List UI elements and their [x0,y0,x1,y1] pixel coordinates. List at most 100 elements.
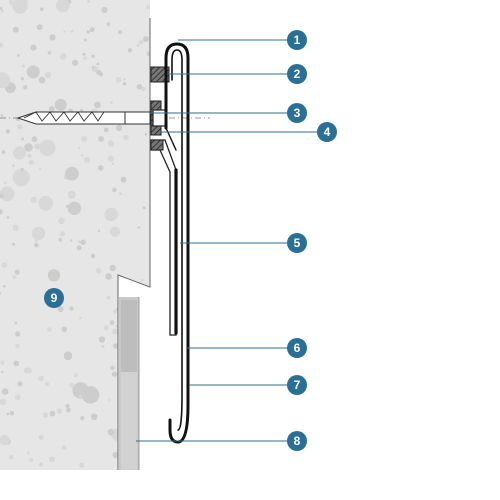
aggregate-dot [30,44,37,51]
aggregate-dot [66,407,71,413]
aggregate-dot [106,22,111,27]
aggregate-dot [0,193,4,199]
aggregate-dot [0,209,3,215]
leader-lines [136,39,326,442]
aggregate-dot [49,456,55,463]
aggregate-dot [54,98,67,111]
aggregate-dot [38,375,44,382]
callout-4-number: 4 [324,125,331,139]
aggregate-dot [143,288,148,293]
aggregate-dot [14,269,20,275]
aggregate-dot [0,76,5,83]
aggregate-dot [63,30,66,33]
aggregate-dot [44,71,52,79]
aggregate-dot [1,388,9,395]
aggregate-dot [127,48,133,53]
aggregate-dot [59,231,66,237]
aggregate-dot [9,454,14,460]
aggregate-dot [142,206,146,210]
aggregate-dot [0,114,4,117]
aggregate-dot [20,167,24,171]
aggregate-dot [136,84,143,90]
callout-3-badge [287,103,307,123]
aggregate-dot [111,162,114,165]
aggregate-dot [49,34,56,41]
aggregate-dot [142,36,149,42]
aggregate-dot [6,412,10,416]
aggregate-dot [20,77,24,81]
aggregate-dot [113,343,119,349]
aggregate-dot [98,136,104,142]
aggregate-dot [110,365,115,370]
callout-7: 7 [287,375,307,395]
aggregate-dot [47,327,52,332]
aggregate-dot [13,146,26,160]
callout-1: 1 [287,30,307,50]
callout-2-number: 2 [294,67,301,81]
aggregate-dot [58,217,65,225]
aggregate-dot [65,166,79,181]
aggregate-dot [8,0,14,5]
aggregate-dot [0,186,15,202]
aggregate-dot [104,207,118,222]
aggregate-dot [80,153,84,157]
aggregate-dot [55,0,70,13]
callout-5-number: 5 [294,236,301,250]
aggregate-dot [82,52,86,56]
aggregate-dot [42,412,49,418]
aggregate-dot [76,245,82,251]
aggregate-dot [57,305,64,313]
callout-1-badge [287,30,307,50]
callout-4: 4 [317,122,337,142]
aggregate-dot [6,216,10,219]
aggregate-dot [94,101,101,109]
aggregate-dot [1,150,6,155]
aggregate-dot [83,38,87,42]
aggregate-dot [31,226,46,241]
aggregate-dot [9,410,15,416]
aggregate-dot [23,85,28,90]
callout-1-number: 1 [294,33,301,47]
aggregate-dot [96,69,102,75]
aggregate-dot [81,386,100,404]
aggregate-dot [96,62,100,66]
aggregate-dot [91,65,94,69]
aggregate-dot [5,129,10,134]
aggregate-dot [123,134,129,141]
aggregate-dot [89,27,95,33]
aggregate-dot [0,7,3,10]
aggregate-dot [136,43,140,47]
aggregate-dot [123,78,126,81]
aggregate-dot [38,195,54,211]
aggregate-dot [83,56,87,61]
aggregate-dot [65,403,70,409]
aggregate-dot [86,30,91,34]
aggregate-dot [108,398,111,402]
aggregate-dot [15,343,20,349]
aggregate-dot [141,354,144,357]
callout-5: 5 [287,233,307,253]
callout-8-number: 8 [294,434,301,448]
aggregate-dot [71,29,74,33]
aggregate-dot [47,269,61,282]
aggregate-dot [72,59,79,66]
aggregate-dot [80,416,85,421]
aggregate-dot [38,462,44,467]
aggregate-dot [95,267,102,274]
aggregate-dot [17,53,20,57]
aggregate-dot [144,132,148,136]
aggregate-dot [30,196,37,204]
aggregate-dot [69,306,74,311]
aggregate-dot [115,77,122,83]
support-bracket [150,139,177,336]
anchor-screw [0,111,210,125]
aggregate-dot [58,237,63,242]
aggregate-dot [67,201,82,215]
aggregate-dot [49,410,56,417]
callout-5-badge [287,233,307,253]
aggregate-dot [39,167,42,171]
aggregate-dot [112,328,118,335]
aggregate-dot [107,140,115,147]
aggregate-dot [12,224,19,231]
